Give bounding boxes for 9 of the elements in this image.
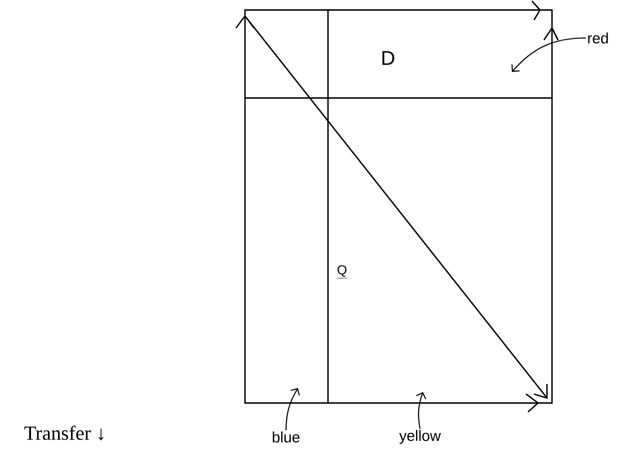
region-letter: Q	[336, 265, 348, 278]
leader-arrow	[511, 37, 586, 72]
leader-arrow	[285, 388, 300, 430]
caption-text: Transfer ↓	[24, 426, 104, 440]
leader-arrow	[416, 392, 426, 429]
color-label: blue	[272, 431, 300, 442]
color-label: yellow	[399, 430, 441, 444]
region-letter: D	[382, 51, 394, 65]
color-label: red	[588, 32, 608, 44]
